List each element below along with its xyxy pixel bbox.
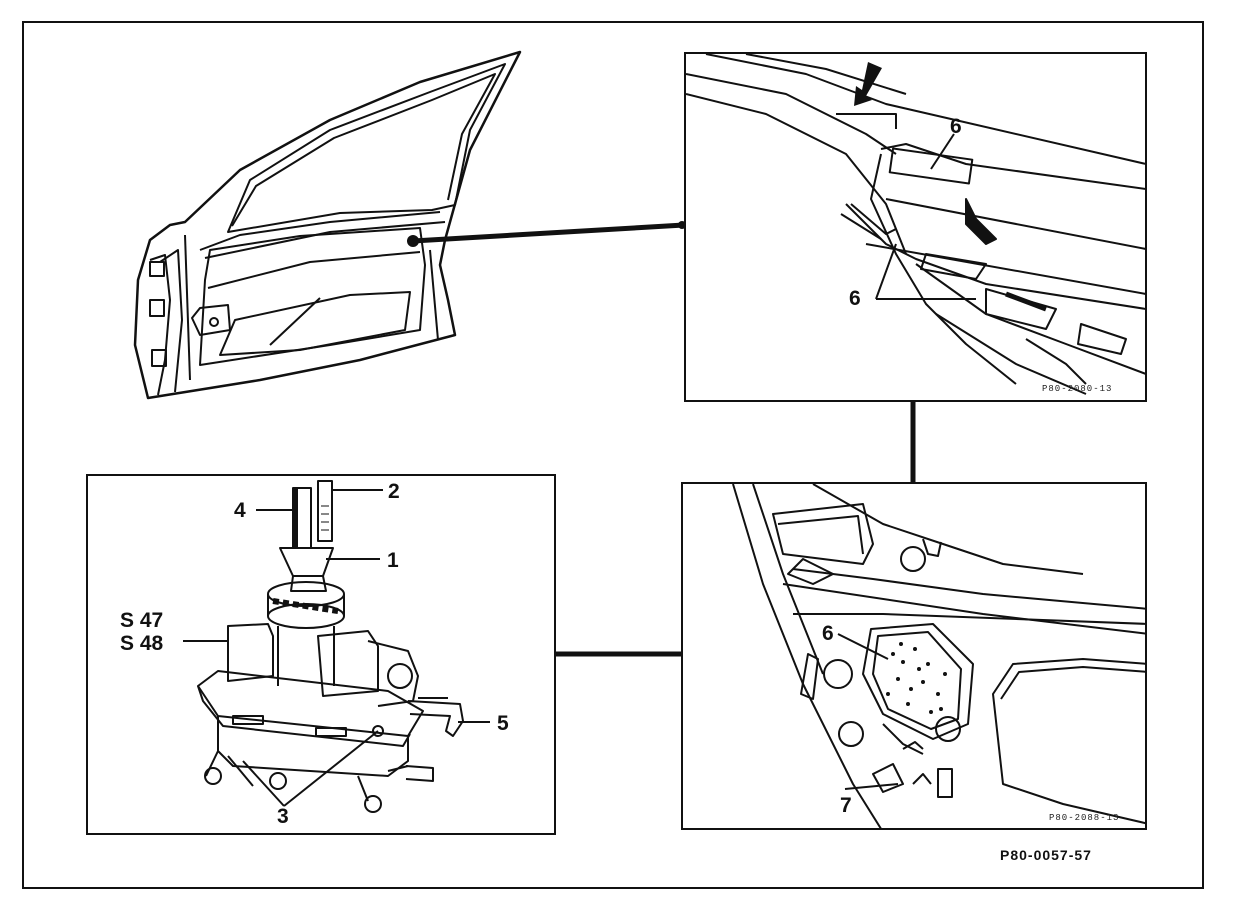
door-lock-detail-drawing bbox=[686, 54, 1145, 395]
callout-1: 1 bbox=[387, 549, 399, 572]
figure-code: P80-0057-57 bbox=[1000, 847, 1092, 863]
callout-s48: S 48 bbox=[120, 632, 164, 655]
callout-6-upper: 6 bbox=[950, 115, 962, 138]
callout-6-lower: 6 bbox=[849, 287, 861, 310]
callout-3: 3 bbox=[277, 805, 289, 828]
callout-6: 6 bbox=[822, 622, 834, 645]
detail-panel-door-lock-area: 6 6 P80-2080-13 bbox=[684, 52, 1147, 402]
callout-2: 2 bbox=[388, 480, 400, 503]
door-inner-opening-drawing bbox=[732, 484, 1145, 828]
panel-code: P80-2080-13 bbox=[1042, 384, 1113, 394]
panel-code: P80-2088-13 bbox=[1049, 813, 1120, 823]
callout-4: 4 bbox=[234, 499, 246, 522]
callout-s47: S 47 bbox=[120, 609, 164, 632]
detail-panel-lock-switch: 2 4 1 S 47 S 48 5 3 bbox=[86, 474, 556, 835]
callout-7: 7 bbox=[840, 794, 852, 817]
detail-panel-door-inner-opening: 6 7 P80-2088-13 bbox=[681, 482, 1147, 830]
callout-5: 5 bbox=[497, 712, 509, 735]
figure-frame bbox=[22, 21, 1204, 889]
lock-switch-drawing bbox=[183, 480, 490, 813]
